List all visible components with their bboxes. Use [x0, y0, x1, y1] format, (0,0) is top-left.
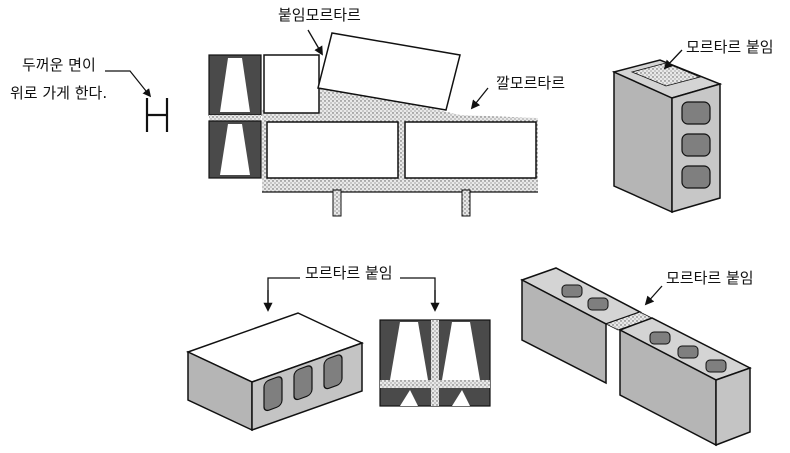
mortar-attach-label-bottom-right: 모르타르 붙임: [666, 269, 754, 287]
bottom-right-figure: 모르타르 붙임: [520, 267, 754, 447]
wall-block-top-left: [263, 54, 320, 114]
row-block-right-end: [715, 366, 751, 447]
wall-section-figure: 두꺼운 면이 위로 가게 한다. 붙임모르타르 깔모르타르: [10, 6, 565, 217]
section-box-core-right: [442, 322, 480, 380]
wall-block-lower-right: [404, 121, 537, 179]
standing-block-mortar: [630, 62, 702, 87]
standing-block-figure: 모르타르 붙임: [611, 38, 774, 214]
bottom-center-figure: 모르타르 붙임: [186, 262, 491, 432]
head-mortar-label: 붙임모르타르: [278, 6, 361, 24]
standing-core-3: [681, 165, 711, 189]
lower-joint-left: [332, 189, 342, 217]
h-section-symbol: [145, 98, 169, 132]
head-mortar-arrow: [307, 29, 323, 56]
mortar-attach-label-right-top: 모르타르 붙임: [686, 38, 774, 56]
section-core-lower: [220, 124, 250, 175]
standing-mortar-arrow: [663, 49, 683, 70]
lower-joint-right: [461, 189, 471, 217]
section-box-core-left: [390, 322, 428, 380]
section-box-vertical-joint: [431, 320, 439, 406]
thick-face-leader: [105, 70, 152, 98]
section-core-upper: [220, 58, 250, 112]
section-joint: [209, 115, 261, 121]
row-block-left-face: [521, 278, 607, 385]
flat-core-2: [293, 365, 313, 401]
row-mortar-arrow: [644, 285, 663, 306]
standing-core-2: [681, 133, 711, 157]
flat-core-3: [323, 354, 343, 390]
thick-face-label-line2: 위로 가게 한다.: [10, 84, 107, 102]
section-box-bed-joint: [380, 380, 490, 388]
wall-block-lower-left: [266, 121, 399, 179]
flat-core-1: [263, 376, 283, 412]
tilted-block: [317, 32, 461, 111]
bed-mortar-label: 깔모르타르: [496, 74, 565, 92]
thick-face-label-line1: 두꺼운 면이: [22, 56, 96, 74]
mortar-attach-label-bottom-center: 모르타르 붙임: [305, 264, 393, 282]
bed-mortar-arrow: [470, 87, 489, 110]
standing-core-1: [681, 101, 711, 125]
